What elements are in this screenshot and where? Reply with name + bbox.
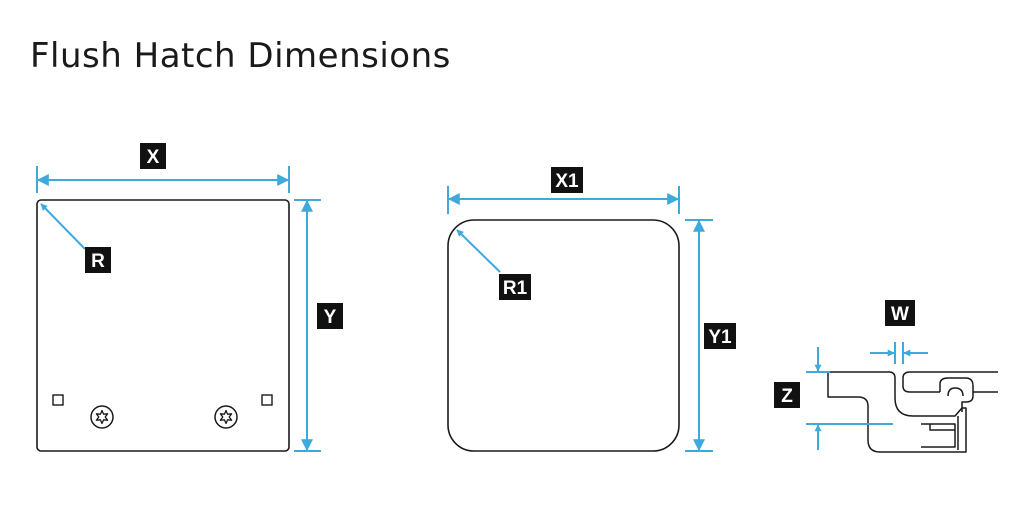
square-hatch-outline: [36, 199, 290, 452]
square-hole-left: [52, 394, 64, 406]
rounded-hatch: [447, 219, 680, 452]
dimension-r1: R1: [456, 229, 531, 300]
hatch-cross-section: [827, 371, 998, 453]
label-z: Z: [781, 386, 793, 407]
dimension-w: W: [870, 300, 928, 364]
square-hatch: [36, 199, 290, 452]
page-title: Flush Hatch Dimensions: [30, 36, 451, 76]
dimension-x1: X1: [447, 167, 680, 214]
torx-screw-right-icon: [214, 405, 238, 429]
dimension-z: Z: [774, 347, 893, 450]
square-hole-right: [261, 394, 273, 406]
torx-screw-left-icon: [90, 405, 114, 429]
label-y: Y: [324, 307, 337, 328]
label-w: W: [891, 304, 909, 325]
dimension-y1: Y1: [685, 219, 736, 452]
dimension-r: R: [40, 203, 111, 273]
rounded-hatch-outline: [447, 219, 680, 452]
dimension-x: X: [36, 143, 290, 193]
label-r: R: [91, 251, 105, 272]
label-x: X: [147, 147, 160, 168]
dimension-y: Y: [294, 199, 343, 452]
label-r1: R1: [503, 278, 528, 299]
label-y1: Y1: [708, 327, 732, 348]
label-x1: X1: [555, 171, 579, 192]
